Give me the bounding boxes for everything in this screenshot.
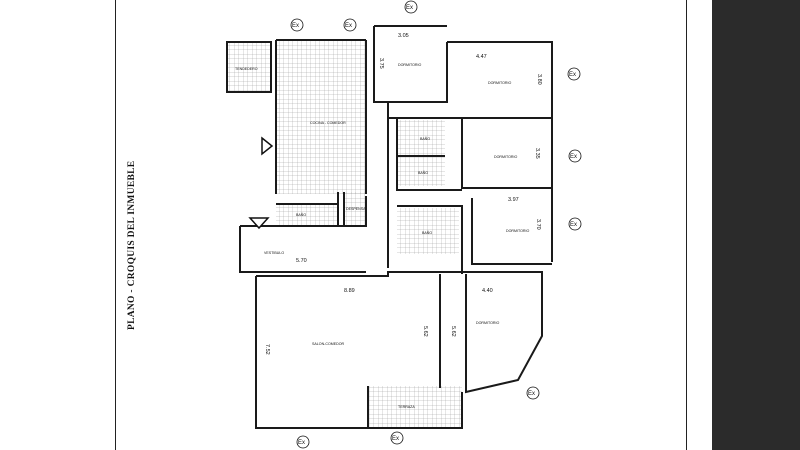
bano1-floor xyxy=(276,204,338,226)
exterior-marker xyxy=(296,435,310,449)
bano3-floor xyxy=(397,156,445,186)
dimension-label: 4.40 xyxy=(482,288,493,294)
room-label-dorm-bottom: DORMITORIO xyxy=(476,321,499,325)
wall-bath4 xyxy=(397,205,463,274)
dimension-label: 7.52 xyxy=(264,344,270,355)
dimension-labels: 3.05 4.47 3.75 3.80 3.35 3.97 3.70 5.70 … xyxy=(264,33,542,355)
wall-terraza xyxy=(367,386,463,429)
exterior-marker-label: Ex xyxy=(406,5,413,11)
despensa-floor xyxy=(344,192,366,226)
wall-bano1 xyxy=(276,192,345,226)
dimension-label: 3.97 xyxy=(508,197,519,203)
dimension-label: 5.62 xyxy=(422,326,428,337)
right-frame-line xyxy=(686,0,687,450)
scan-edge-strip xyxy=(712,0,800,450)
dimension-label: 3.75 xyxy=(378,58,384,69)
room-label-tendedero: TENDEDERO xyxy=(235,67,258,71)
wall-vestibulo-top xyxy=(240,196,367,227)
tiled-floors xyxy=(227,40,462,428)
exterior-marker-label: Ex xyxy=(570,222,577,228)
dimension-label: 3.35 xyxy=(534,148,540,159)
wall-dorm-top xyxy=(373,26,448,103)
dimension-label: 3.70 xyxy=(535,219,541,230)
dimension-label: 8.89 xyxy=(344,288,355,294)
entrance-marker-icon-2 xyxy=(248,217,270,230)
room-label-cocina: COCINA - COMEDOR xyxy=(310,121,346,125)
exterior-marker-label: Ex xyxy=(298,440,305,446)
entrance-marker-icon xyxy=(261,136,274,156)
exterior-marker xyxy=(568,217,582,231)
room-label-dorm-top: DORMITORIO xyxy=(398,63,421,67)
wall-bath-block xyxy=(396,118,462,191)
exterior-marker-label: Ex xyxy=(570,154,577,160)
bano2-floor xyxy=(397,120,445,156)
exterior-marker xyxy=(290,18,304,32)
cocina-floor xyxy=(276,40,366,194)
room-label-bano2: BAÑO xyxy=(420,136,430,141)
room-label-vestibulo: VESTIBULO xyxy=(264,251,284,255)
dimension-label: 5.70 xyxy=(296,258,307,264)
tendedero-floor xyxy=(227,42,271,92)
exterior-marker-label: Ex xyxy=(345,23,352,29)
room-label-bano4: BAÑO xyxy=(422,230,432,235)
exterior-marker xyxy=(343,18,357,32)
walls xyxy=(226,25,553,429)
terraza-floor xyxy=(368,386,462,428)
wall-tendedero xyxy=(226,41,272,93)
wall-salon-left xyxy=(255,276,368,429)
dimension-label: 5.62 xyxy=(450,326,456,337)
bano4-floor xyxy=(397,208,459,254)
exterior-marker-label: Ex xyxy=(569,72,576,78)
exterior-marker-label: Ex xyxy=(292,23,299,29)
wall-salon-top xyxy=(256,271,458,277)
wall-mid-2 xyxy=(461,118,552,189)
room-label-salon: SALON-COMEDOR xyxy=(312,342,345,346)
room-label-dorm-right1: DORMITORIO xyxy=(488,81,511,85)
wall-vestibulo xyxy=(239,226,366,273)
exterior-marker-label: Ex xyxy=(392,436,399,442)
room-label-dorm-right2: DORMITORIO xyxy=(494,155,517,159)
left-frame-line xyxy=(115,0,116,450)
dimension-label: 3.05 xyxy=(398,33,409,39)
wall-dorm-bottom xyxy=(458,271,543,394)
exterior-marker xyxy=(526,386,540,400)
room-label-despensa: DESPENSA xyxy=(346,207,366,211)
exterior-markers: Ex Ex Ex Ex Ex Ex Ex Ex Ex xyxy=(290,0,582,449)
dimension-label: 3.80 xyxy=(536,74,542,85)
room-label-bano3: BAÑO xyxy=(418,170,428,175)
exterior-marker xyxy=(567,67,581,81)
exterior-marker-label: Ex xyxy=(528,391,535,397)
exterior-marker xyxy=(404,0,418,14)
exterior-marker xyxy=(390,431,404,445)
room-labels: TENDEDERO COCINA - COMEDOR DORMITORIO DO… xyxy=(235,63,529,409)
exterior-marker xyxy=(568,149,582,163)
room-label-terraza: TERRAZA xyxy=(398,405,415,409)
wall-dorm-3 xyxy=(471,198,552,265)
room-label-dorm-right3: DORMITORIO xyxy=(506,229,529,233)
room-label-bano1: BAÑO xyxy=(296,212,306,217)
dimension-label: 4.47 xyxy=(476,54,487,60)
